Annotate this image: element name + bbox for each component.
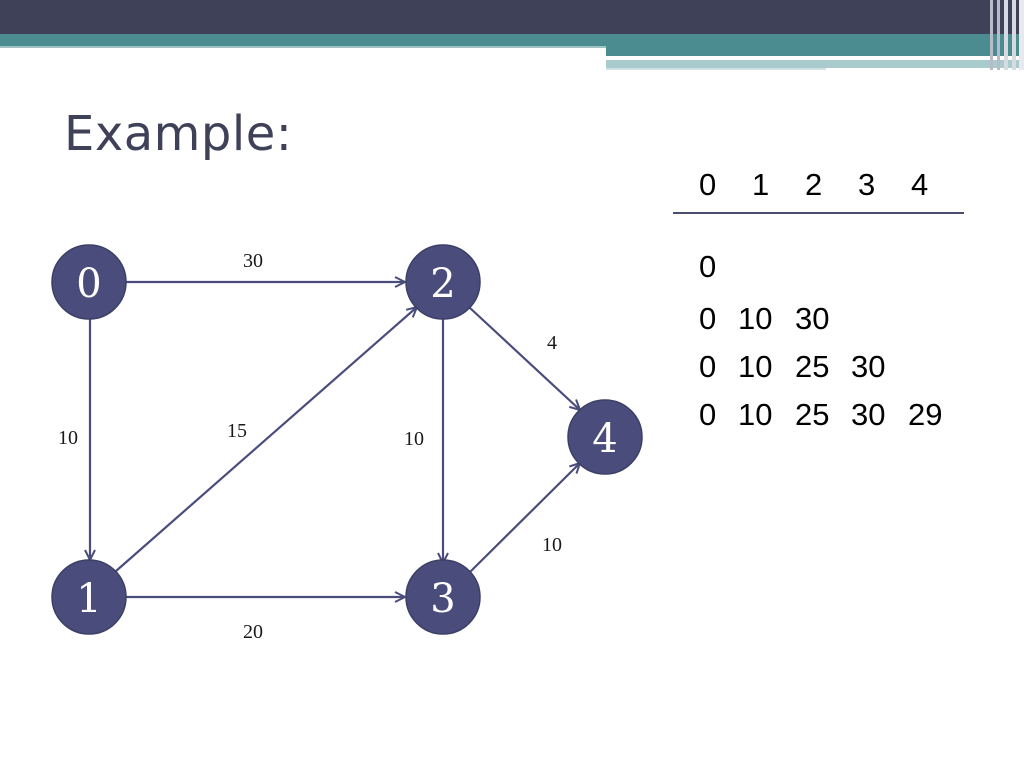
table-header-cell: 1 (752, 167, 770, 202)
edge-weight-2-3: 10 (404, 428, 424, 450)
edge-3-4 (468, 463, 580, 574)
edge-weight-3-4: 10 (542, 534, 562, 556)
table-cell: 10 (738, 301, 773, 336)
edge-weight-1-3: 20 (243, 621, 263, 643)
graph-node-label: 4 (592, 416, 617, 462)
table-cell: 30 (851, 349, 886, 384)
graph-node-label: 1 (76, 576, 101, 622)
edge-1-2 (115, 307, 417, 572)
table-cell: 0 (699, 397, 717, 432)
table-cell: 30 (851, 397, 886, 432)
graph-node-3: 3 (405, 559, 481, 635)
table-cell: 0 (699, 249, 717, 284)
slide-header-bar (0, 0, 1024, 70)
graph-node-label: 2 (430, 261, 455, 307)
slide-title: Example: (64, 106, 293, 162)
graph-node-4: 4 (567, 399, 643, 475)
table-cell: 29 (908, 397, 943, 432)
table-cell: 25 (795, 397, 830, 432)
edge-weight-0-1: 10 (58, 427, 78, 449)
table-cell: 0 (699, 301, 717, 336)
graph-node-1: 1 (51, 559, 127, 635)
table-cell: 0 (699, 349, 717, 384)
table-header-cell: 2 (805, 167, 823, 202)
table-cell: 25 (795, 349, 830, 384)
graph-node-label: 0 (76, 261, 101, 307)
graph-node-label: 3 (430, 576, 455, 622)
table-cell: 30 (795, 301, 830, 336)
graph-node-2: 2 (405, 244, 481, 320)
edge-2-4 (469, 307, 580, 410)
edge-weight-2-4: 4 (547, 332, 557, 354)
table-header-cell: 0 (699, 167, 717, 202)
edge-weight-1-2: 15 (227, 420, 247, 442)
table-header-cell: 4 (911, 167, 929, 202)
table-cell: 10 (738, 397, 773, 432)
table-header-cell: 3 (858, 167, 876, 202)
table-cell: 10 (738, 349, 773, 384)
edge-weight-0-2: 30 (243, 250, 263, 272)
graph-node-0: 0 (51, 244, 127, 320)
table-divider (673, 212, 964, 214)
